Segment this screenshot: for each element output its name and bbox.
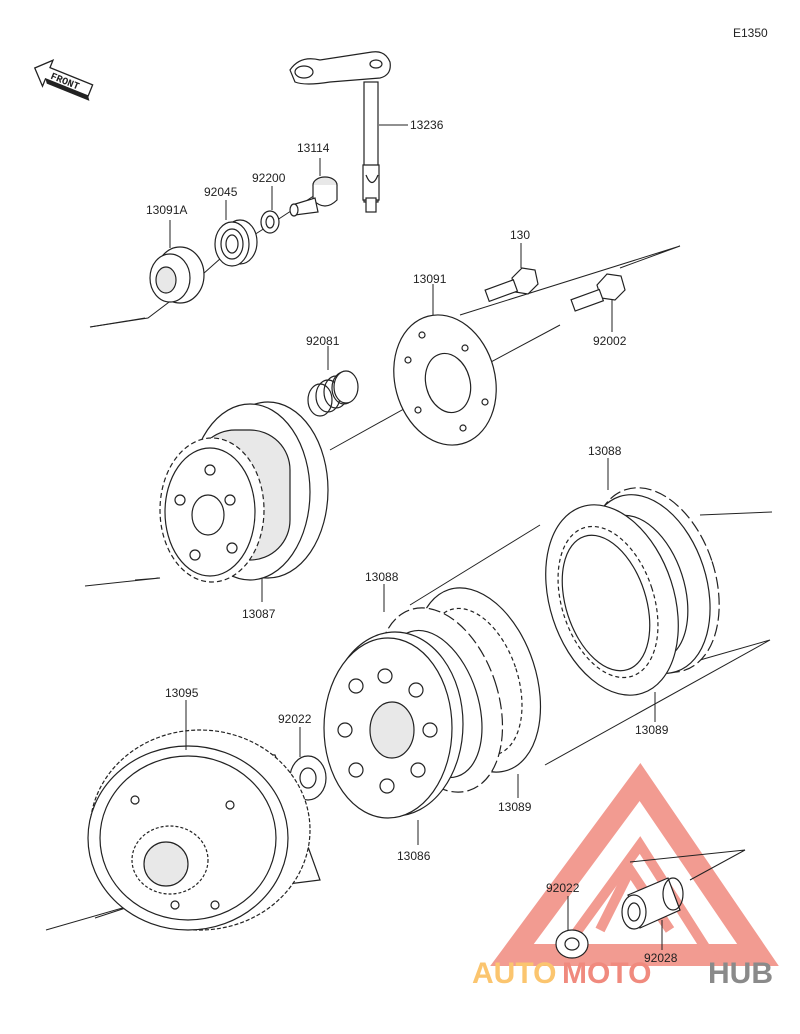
part-92022-washer-bottom xyxy=(555,929,589,959)
part-13095-housing xyxy=(87,729,321,931)
label-92022-bottom: 92022 xyxy=(546,881,580,895)
part-92028-sleeve xyxy=(621,877,684,930)
watermark-part2: MOTO xyxy=(562,957,651,990)
diagram-code: E1350 xyxy=(733,26,768,40)
part-13086-pressure-plate xyxy=(323,631,464,819)
part-13087-hub xyxy=(159,401,329,583)
part-13089-steel-plate-right xyxy=(545,504,679,696)
label-13089-right: 13089 xyxy=(635,723,669,737)
watermark-part1: AUTO xyxy=(472,957,556,990)
label-13091: 13091 xyxy=(413,272,447,286)
label-13114: 13114 xyxy=(297,141,330,155)
part-92002-bolt xyxy=(570,273,626,312)
part-92081-spring xyxy=(307,370,359,417)
watermark-text: AUTO MOTO HUB xyxy=(472,957,773,990)
label-13091A: 13091A xyxy=(146,203,187,217)
part-13114-pin xyxy=(289,176,338,217)
part-130-bolt xyxy=(484,267,539,303)
label-92002: 92002 xyxy=(593,334,627,348)
part-13091-plate xyxy=(393,314,497,446)
label-13088-right: 13088 xyxy=(588,444,622,458)
label-92081: 92081 xyxy=(306,334,340,348)
part-92045-bearing xyxy=(214,219,258,267)
label-13095: 13095 xyxy=(165,686,199,700)
label-13087: 13087 xyxy=(242,607,276,621)
label-92045: 92045 xyxy=(204,185,238,199)
part-92200-washer xyxy=(260,210,280,234)
part-13091A-collar xyxy=(149,246,205,304)
label-92200: 92200 xyxy=(252,171,286,185)
label-130: 130 xyxy=(510,228,530,242)
label-13236: 13236 xyxy=(410,118,444,132)
label-13086: 13086 xyxy=(397,849,431,863)
label-13088-left: 13088 xyxy=(365,570,399,584)
part-13236-lever xyxy=(289,51,391,213)
label-92022-center: 92022 xyxy=(278,712,312,726)
watermark-part3: HUB xyxy=(708,957,773,990)
label-13089-left: 13089 xyxy=(498,800,532,814)
label-92028: 92028 xyxy=(644,951,678,965)
front-arrow-icon: FRONT xyxy=(33,59,94,101)
